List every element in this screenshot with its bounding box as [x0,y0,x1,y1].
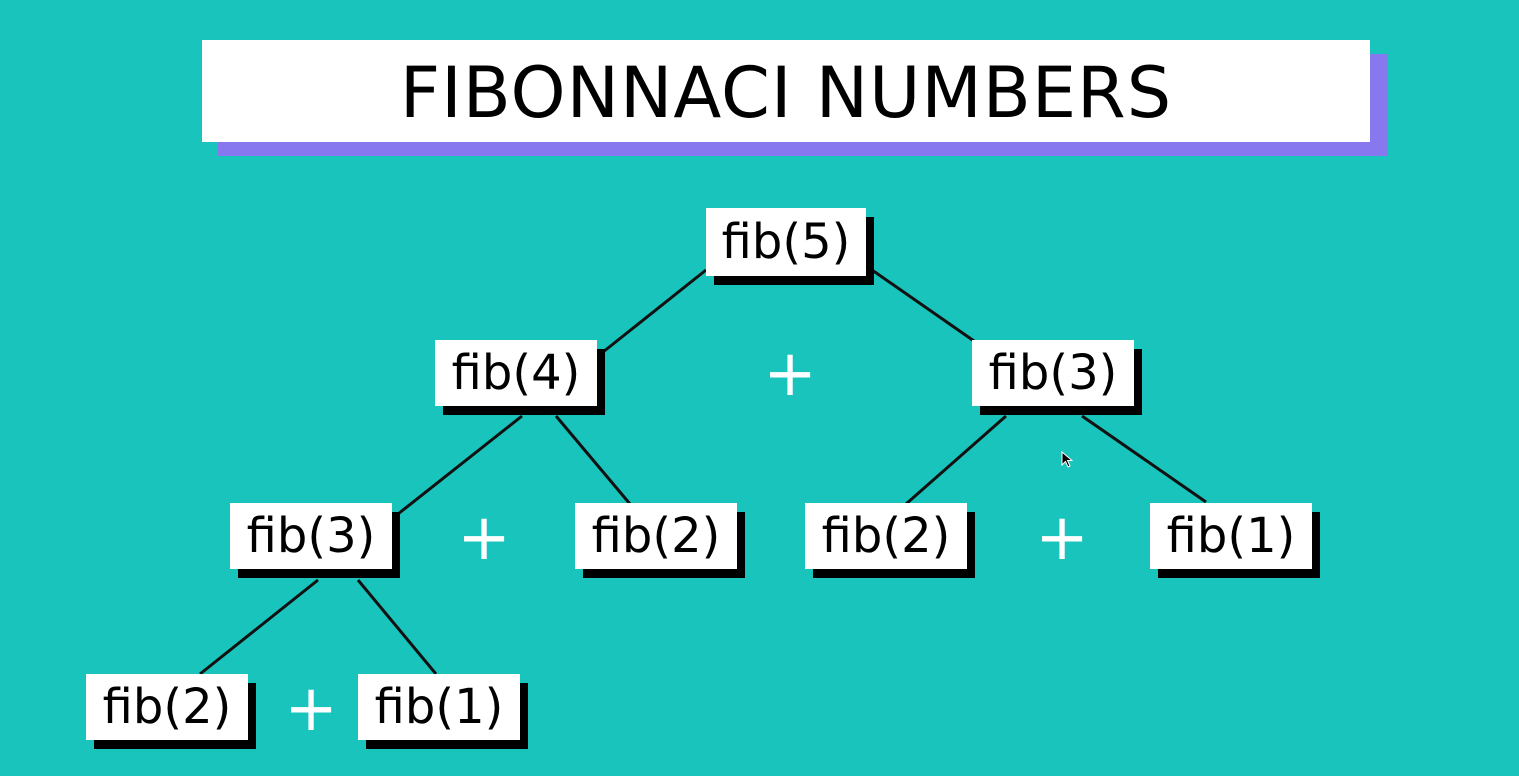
node-box: fib(2) [575,503,737,569]
node-label: fib(2) [821,508,951,564]
plus-operator-level2-right: + [1035,501,1089,575]
edge-fib4-fib2 [554,415,632,505]
node-fib3-right: fib(3) [972,340,1142,415]
edge-fib4-fib3 [397,414,523,516]
node-label: fib(2) [102,679,232,735]
node-fib2-bottom: fib(2) [86,674,256,749]
edge-fib3-fib2-right [905,414,1007,506]
node-box: fib(2) [805,503,967,569]
node-label: fib(2) [591,508,721,564]
node-box: fib(3) [972,340,1134,406]
node-fib3-left: fib(3) [230,503,400,578]
node-box: fib(5) [706,208,866,276]
node-fib4: fib(4) [435,340,605,415]
node-label: fib(3) [246,508,376,564]
node-box: fib(1) [1150,503,1312,569]
edge-fib3-fib1-bottom [356,579,438,675]
plus-operator-level1: + [763,337,817,411]
node-fib1-bottom: fib(1) [358,674,528,749]
node-label: fib(3) [988,345,1118,401]
node-box: fib(4) [435,340,597,406]
node-label: fib(5) [721,214,851,270]
edge-fib5-fib4 [597,268,707,358]
node-fib5: fib(5) [706,208,874,285]
title-banner: FIBONNACI NUMBERS [202,40,1370,142]
node-label: fib(4) [451,345,581,401]
node-box: fib(3) [230,503,392,569]
node-label: fib(1) [1166,508,1296,564]
node-box: fib(1) [358,674,520,740]
page-title: FIBONNACI NUMBERS [399,52,1173,134]
node-fib2-right: fib(2) [805,503,975,578]
node-fib2-mid: fib(2) [575,503,745,578]
node-fib1-right: fib(1) [1150,503,1320,578]
edge-fib3-fib1-right [1081,414,1207,504]
edge-fib5-fib3 [871,268,975,343]
plus-operator-level3: + [284,672,338,746]
mouse-cursor-icon [1061,451,1073,468]
edge-fib3-fib2-bottom [199,578,319,676]
plus-operator-level2-left: + [457,501,511,575]
node-box: fib(2) [86,674,248,740]
node-label: fib(1) [374,679,504,735]
